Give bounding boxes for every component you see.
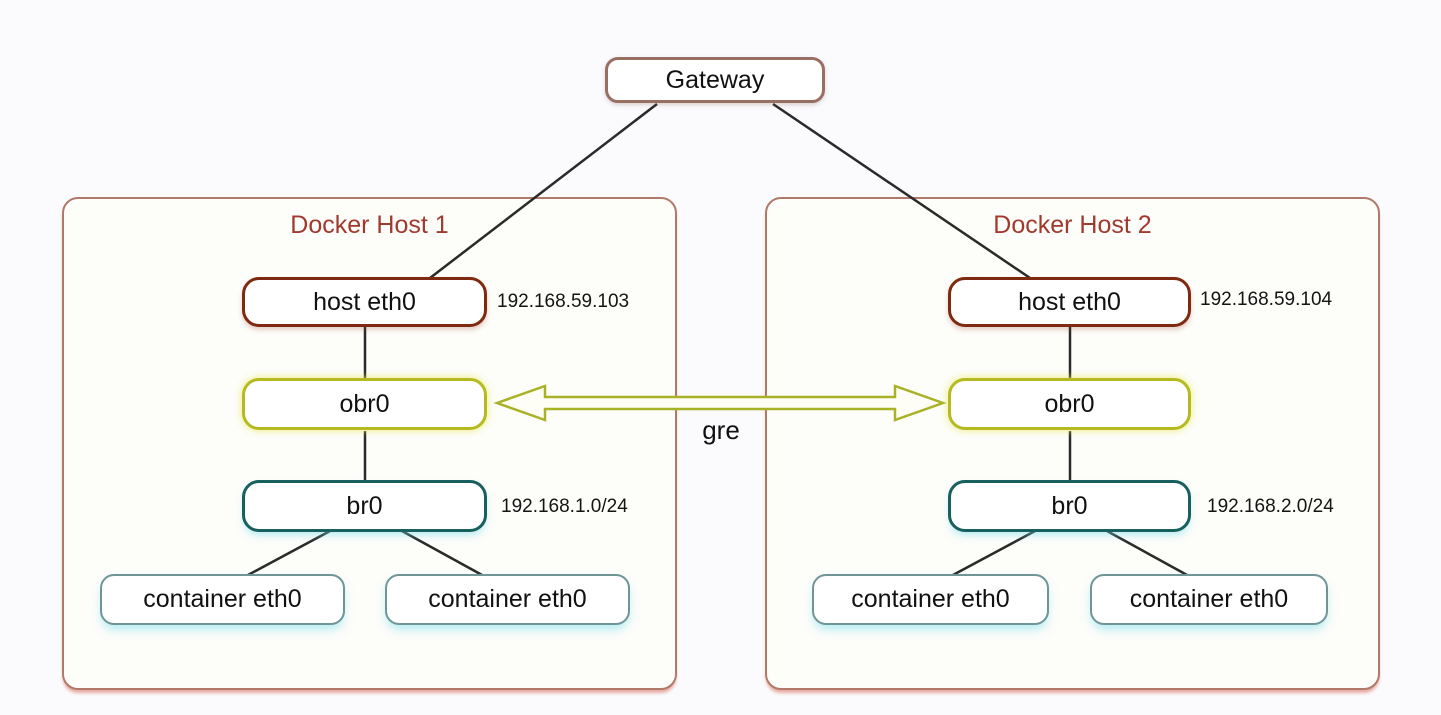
gateway-node: Gateway	[605, 57, 825, 103]
host1-obr0-node: obr0	[242, 378, 487, 430]
host2-container1-node: container eth0	[812, 574, 1049, 625]
host2-eth0-node: host eth0	[948, 277, 1191, 327]
host1-container2-node: container eth0	[385, 574, 630, 625]
host1-br0-node: br0	[242, 480, 487, 532]
host1-obr0-label: obr0	[339, 389, 390, 418]
host2-obr0-node: obr0	[948, 378, 1191, 430]
host1-br0-label: br0	[346, 491, 383, 520]
docker-host-2-title: Docker Host 2	[993, 211, 1152, 239]
docker-host-1-title: Docker Host 1	[290, 211, 449, 239]
gateway-label: Gateway	[665, 65, 765, 94]
host1-container1-label: container eth0	[143, 585, 302, 613]
host2-container1-label: container eth0	[851, 585, 1010, 613]
host1-container1-node: container eth0	[100, 574, 345, 625]
host1-eth0-ip-label: 192.168.59.103	[497, 291, 630, 312]
host1-eth0-label: host eth0	[313, 287, 416, 316]
host2-br0-node: br0	[948, 480, 1191, 532]
host1-br0-subnet-label: 192.168.1.0/24	[501, 496, 628, 517]
host2-br0-label: br0	[1051, 491, 1088, 520]
host1-container2-label: container eth0	[428, 585, 587, 613]
host1-eth0-node: host eth0	[242, 277, 487, 327]
host2-container2-node: container eth0	[1090, 574, 1328, 625]
host2-eth0-label: host eth0	[1018, 287, 1121, 316]
host2-eth0-ip-label: 192.168.59.104	[1200, 289, 1333, 310]
host2-obr0-label: obr0	[1044, 389, 1095, 418]
gre-tunnel-label: gre	[702, 415, 740, 445]
host2-container2-label: container eth0	[1129, 585, 1289, 613]
host2-br0-subnet-label: 192.168.2.0/24	[1207, 496, 1334, 517]
